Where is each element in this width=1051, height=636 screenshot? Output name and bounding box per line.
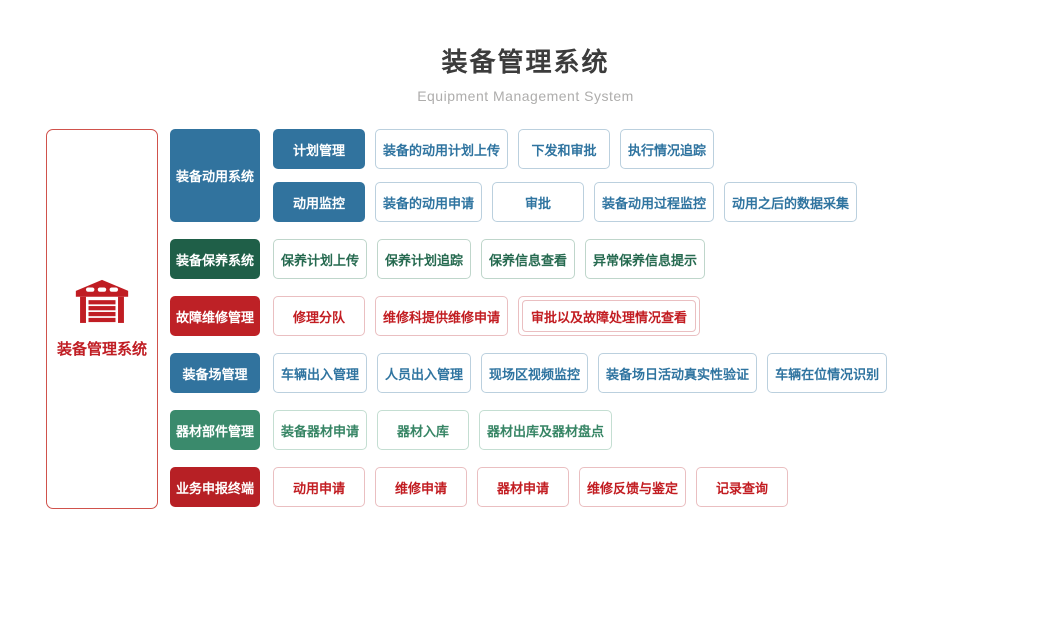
item-group: 修理分队维修科提供维修申请审批以及故障处理情况查看 [273, 296, 701, 336]
flow-item: 车辆出入管理 [273, 353, 368, 393]
item-group: 装备的动用申请审批装备动用过程监控动用之后的数据采集 [375, 182, 858, 222]
flow-item: 装备的动用计划上传 [375, 129, 509, 169]
flow-item: 修理分队 [273, 296, 365, 336]
diagram-row-parts-management: 器材部件管理装备器材申请器材入库器材出库及器材盘点 [170, 410, 887, 450]
flow-item: 器材出库及器材盘点 [479, 410, 613, 450]
category-parts-management: 器材部件管理 [170, 410, 260, 450]
flow-item: 保养计划追踪 [377, 239, 472, 279]
diagram-row-equipment-yard: 装备场管理车辆出入管理人员出入管理现场区视频监控装备场日活动真实性验证车辆在位情… [170, 353, 888, 393]
category-fault-repair: 故障维修管理 [170, 296, 260, 336]
subcategory: 计划管理 [273, 129, 365, 169]
subrow: 计划管理装备的动用计划上传下发和审批执行情况追踪 [273, 129, 857, 169]
flow-item: 记录查询 [696, 467, 789, 507]
diagram-row-fault-repair: 故障维修管理修理分队维修科提供维修申请审批以及故障处理情况查看 [170, 296, 887, 336]
page-subtitle: Equipment Management System [417, 88, 634, 104]
item-group: 保养计划上传保养计划追踪保养信息查看异常保养信息提示 [273, 239, 706, 279]
item-group: 装备的动用计划上传下发和审批执行情况追踪 [375, 129, 715, 169]
page-header: 装备管理系统 Equipment Management System [0, 42, 1051, 104]
flow-item: 维修科提供维修申请 [375, 296, 509, 336]
diagram-row-equipment-deployment: 装备动用系统计划管理装备的动用计划上传下发和审批执行情况追踪动用监控装备的动用申… [170, 129, 887, 222]
flow-item: 下发和审批 [518, 129, 611, 169]
flow-item: 装备的动用申请 [375, 182, 483, 222]
item-group: 装备器材申请器材入库器材出库及器材盘点 [273, 410, 613, 450]
root-system-box: 装备管理系统 [46, 129, 158, 509]
category-equipment-deployment: 装备动用系统 [170, 129, 260, 222]
flow-item: 装备器材申请 [273, 410, 368, 450]
category-equipment-yard: 装备场管理 [170, 353, 260, 393]
flow-item: 器材申请 [477, 467, 569, 507]
subrow: 动用监控装备的动用申请审批装备动用过程监控动用之后的数据采集 [273, 182, 858, 222]
flow-item: 维修申请 [375, 467, 467, 507]
category-maintenance-system: 装备保养系统 [170, 239, 260, 279]
flow-item: 动用之后的数据采集 [724, 182, 858, 222]
item-group: 车辆出入管理人员出入管理现场区视频监控装备场日活动真实性验证车辆在位情况识别 [273, 353, 888, 393]
flow-item: 装备动用过程监控 [594, 182, 715, 222]
flow-item: 人员出入管理 [377, 353, 472, 393]
category-service-terminal: 业务申报终端 [170, 467, 260, 507]
flow-item: 现场区视频监控 [481, 353, 589, 393]
flow-item: 保养计划上传 [273, 239, 368, 279]
diagram-rows: 装备动用系统计划管理装备的动用计划上传下发和审批执行情况追踪动用监控装备的动用申… [170, 129, 888, 507]
flow-item: 审批以及故障处理情况查看 [518, 296, 701, 336]
flow-item: 审批 [492, 182, 585, 222]
flow-item: 车辆在位情况识别 [767, 353, 888, 393]
warehouse-icon [75, 279, 129, 328]
flow-item: 保养信息查看 [481, 239, 576, 279]
diagram-row-maintenance-system: 装备保养系统保养计划上传保养计划追踪保养信息查看异常保养信息提示 [170, 239, 887, 279]
flow-item: 异常保养信息提示 [585, 239, 706, 279]
flow-item-inner: 审批以及故障处理情况查看 [522, 300, 697, 332]
flow-item: 动用申请 [273, 467, 365, 507]
root-system-label: 装备管理系统 [56, 341, 147, 358]
subcategory: 动用监控 [273, 182, 365, 222]
flow-item: 器材入库 [377, 410, 470, 450]
diagram-row-service-terminal: 业务申报终端动用申请维修申请器材申请维修反馈与鉴定记录查询 [170, 467, 887, 507]
item-group: 动用申请维修申请器材申请维修反馈与鉴定记录查询 [273, 467, 789, 507]
subrow-column: 计划管理装备的动用计划上传下发和审批执行情况追踪动用监控装备的动用申请审批装备动… [273, 129, 858, 222]
flow-item: 装备场日活动真实性验证 [598, 353, 758, 393]
flow-item: 维修反馈与鉴定 [579, 467, 687, 507]
page-title: 装备管理系统 [441, 47, 610, 77]
flow-item: 执行情况追踪 [620, 129, 715, 169]
